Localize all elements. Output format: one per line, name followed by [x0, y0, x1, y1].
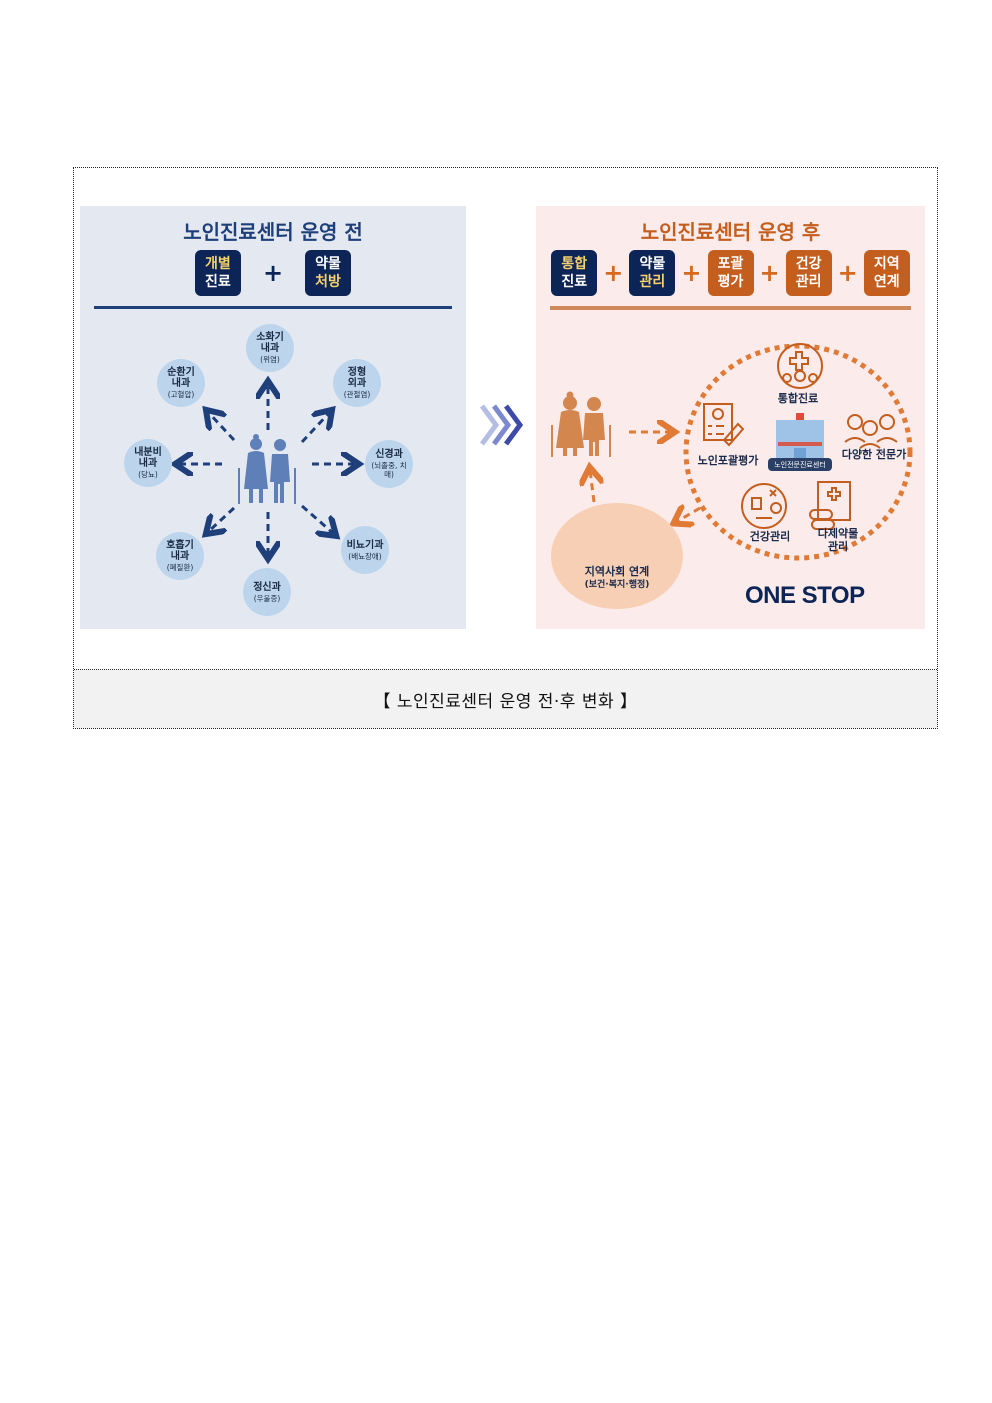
chip-integrated-care: 통합 진료	[551, 250, 598, 296]
label-integrated-care: 통합진료	[777, 392, 819, 405]
dept-name: 내과	[171, 378, 191, 389]
dept-condition: (위염)	[260, 355, 280, 364]
plus-icon: +	[262, 259, 284, 287]
arrow-down-left	[208, 506, 236, 532]
label-geriatric-assessment: 노인포괄평가	[697, 454, 759, 467]
hospital-badge: 노인전문진료센터	[768, 458, 832, 471]
dept-condition: (배뇨장애)	[348, 551, 382, 561]
chip-line: 지역	[873, 256, 900, 272]
label-polypharmacy: 다제약물 관리	[808, 527, 868, 553]
chip-comprehensive-assessment: 포괄 평가	[707, 250, 754, 296]
chip-line: 진료	[561, 274, 588, 290]
dept-name: 비뇨기과	[346, 539, 384, 551]
dept-name: 정형	[347, 367, 367, 378]
dept-neurology: 신경과 (뇌졸중, 치매)	[365, 440, 413, 488]
chip-line: 약물	[639, 256, 666, 272]
chip-line: 연계	[873, 274, 900, 290]
chip-line: 약물	[315, 256, 341, 272]
chip-line: 개별	[205, 256, 231, 272]
dept-cardiology: 순환기 내과 (고혈압)	[157, 359, 205, 407]
community-label: 지역사회 연계 (보건·복지·행정)	[551, 565, 683, 591]
chip-community-link: 지역 연계	[863, 250, 910, 296]
dept-name: 신경과	[375, 449, 403, 460]
dept-urology: 비뇨기과 (배뇨장애)	[341, 526, 389, 574]
community-subtitle: (보건·복지·행정)	[584, 580, 650, 590]
arrow-down-right	[301, 504, 334, 534]
community-title: 지역사회 연계	[584, 565, 650, 578]
dept-condition: (우울증)	[253, 593, 281, 603]
dept-psychiatry: 정신과 (우울증)	[243, 568, 291, 616]
chip-line: 진료	[205, 274, 231, 290]
plus-icon: +	[837, 259, 858, 287]
after-title: 노인진료센터 운영 후	[640, 220, 821, 244]
chip-line: 건강	[795, 256, 822, 272]
chip-line: 관리	[639, 274, 666, 290]
label-line: 다제약물	[817, 527, 859, 540]
dept-name: 호흡기	[166, 540, 194, 551]
before-title: 노인진료센터 운영 전	[183, 220, 363, 244]
chip-individual-care: 개별 진료	[194, 250, 241, 296]
chip-line: 포괄	[717, 256, 744, 272]
chip-line: 처방	[315, 274, 341, 290]
dept-condition: (폐질환)	[166, 563, 194, 572]
dept-condition: (고혈압)	[167, 390, 195, 399]
community-link-bubble: 지역사회 연계 (보건·복지·행정)	[551, 503, 683, 609]
dept-endocrinology: 내분비 내과 (당뇨)	[124, 439, 172, 487]
chip-line: 통합	[561, 256, 588, 272]
after-divider	[550, 306, 911, 310]
arrow-up-right	[300, 412, 330, 444]
dept-name: 내과	[170, 551, 190, 562]
one-stop-label: ONE STOP	[745, 582, 865, 609]
caption-band: 【 노인진료센터 운영 전·후 변화 】	[74, 670, 937, 728]
panel-before: 노인진료센터 운영 전 개별 진료 + 약물 처방	[80, 206, 466, 629]
label-specialists: 다양한 전문가	[841, 448, 907, 461]
chip-medication-management: 약물 관리	[629, 250, 676, 296]
dept-condition: (관절염)	[343, 390, 371, 399]
figure-frame: 【 노인진료센터 운영 전·후 변화 】	[73, 167, 938, 729]
plus-icon: +	[681, 259, 702, 287]
plus-icon: +	[759, 259, 780, 287]
dept-orthopedics: 정형 외과 (관절염)	[333, 359, 381, 407]
chip-line: 평가	[717, 274, 744, 290]
dept-name: 정신과	[253, 581, 281, 593]
dept-name: 내과	[138, 458, 158, 469]
chip-prescription: 약물 처방	[305, 250, 352, 296]
dept-condition: (당뇨)	[138, 470, 158, 479]
chip-line: 관리	[795, 274, 822, 290]
arrow-up-left	[208, 412, 236, 442]
elderly-couple-icon	[238, 434, 296, 504]
before-diagram	[80, 206, 466, 629]
label-line: 관리	[827, 540, 849, 553]
after-chips: 통합 진료 + 약물 관리 + 포괄 평가 + 건강 관리 + 지역 연계	[536, 250, 925, 296]
frame-divider	[74, 669, 937, 670]
dept-pulmonology: 호흡기 내과 (폐질환)	[156, 532, 204, 580]
dept-gastroenterology: 소화기 내과 (위염)	[246, 324, 294, 372]
before-divider	[94, 306, 452, 309]
dept-name: 소화기	[256, 332, 284, 343]
label-health-management: 건강관리	[749, 530, 791, 543]
dept-name: 내분비	[134, 447, 162, 458]
dept-condition: (뇌졸중, 치매)	[371, 461, 407, 479]
dept-name: 내과	[260, 343, 280, 354]
transition-chevron-icon	[479, 404, 524, 446]
plus-icon: +	[603, 259, 624, 287]
chip-health-management: 건강 관리	[785, 250, 832, 296]
before-chips: 개별 진료 + 약물 처방	[80, 250, 466, 296]
dept-name: 외과	[347, 378, 367, 389]
figure-caption: 【 노인진료센터 운영 전·후 변화 】	[373, 691, 638, 712]
dept-name: 순환기	[167, 367, 195, 378]
